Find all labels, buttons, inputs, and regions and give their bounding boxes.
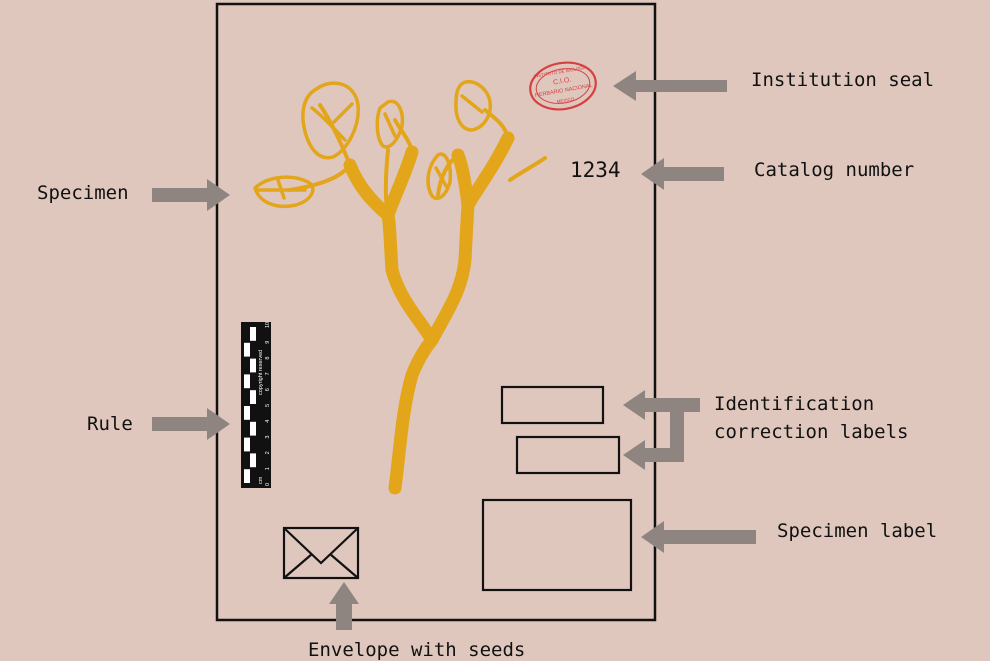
ruler-tick-label: 9 bbox=[265, 341, 271, 344]
envelope-icon bbox=[282, 526, 360, 580]
ruler-tick-label: 2 bbox=[265, 451, 271, 454]
seal-inner-ring bbox=[535, 68, 591, 104]
arrow-rule bbox=[152, 408, 230, 440]
envelope-label: Envelope with seeds bbox=[308, 639, 526, 661]
specimen-label-caption: Specimen label bbox=[777, 520, 938, 542]
seal-text-code: C.I.O. bbox=[553, 77, 572, 87]
ruler-segment bbox=[244, 374, 250, 389]
identification-label-line1: Identification bbox=[714, 393, 875, 415]
ruler-segment bbox=[244, 469, 250, 483]
ruler-tick-label: 10 bbox=[265, 322, 271, 328]
ruler-unit: cm bbox=[258, 476, 264, 484]
ruler-segment bbox=[250, 390, 256, 404]
ruler-tick-label: 5 bbox=[265, 404, 271, 407]
ruler-tick-label: 4 bbox=[265, 420, 271, 423]
ruler-copyright: copyright reserved bbox=[258, 350, 264, 395]
seal-text-herbarium: HERBARIO NACIONAL bbox=[535, 83, 594, 99]
ruler-segment bbox=[250, 421, 256, 436]
seal-text-bottom: MEXICO bbox=[556, 96, 575, 104]
ruler-tick-label: 7 bbox=[265, 372, 271, 375]
identification-label-2 bbox=[515, 435, 621, 475]
seal-text-top: INSTITUTO DE BIOLOGIA bbox=[533, 65, 587, 79]
arrow-institution-seal bbox=[613, 71, 727, 101]
ruler-tick-label: 3 bbox=[265, 436, 271, 439]
ruler-segment bbox=[244, 342, 250, 357]
ruler-segment bbox=[244, 406, 250, 420]
ruler-tick-label: 8 bbox=[265, 357, 271, 360]
institution-seal-label: Institution seal bbox=[751, 69, 935, 91]
seal-outer-ring bbox=[529, 61, 597, 111]
specimen-label-text: Specimen bbox=[37, 182, 129, 204]
specimen-label-box bbox=[481, 498, 633, 592]
arrow-catalog-number bbox=[641, 158, 724, 190]
ruler-tick-label: 6 bbox=[265, 388, 271, 391]
ruler-segment bbox=[250, 327, 256, 341]
catalog-number-label: Catalog number bbox=[754, 159, 915, 181]
scale-ruler: 0 1 2 3 4 5 6 7 8 9 10 copyright reserved cm bbox=[241, 322, 271, 488]
rule-label: Rule bbox=[87, 413, 133, 435]
institution-seal: INSTITUTO DE BIOLOGIA C.I.O. HERBARIO NA… bbox=[529, 61, 597, 111]
ruler-tick-label: 1 bbox=[265, 467, 271, 470]
herbarium-sheet bbox=[215, 2, 657, 622]
plant-specimen bbox=[253, 80, 547, 495]
arrow-specimen bbox=[152, 179, 230, 211]
catalog-number: 1234 bbox=[570, 158, 621, 182]
ruler-segment bbox=[250, 358, 256, 373]
ruler-segment bbox=[244, 437, 250, 452]
arrow-identification-labels bbox=[623, 390, 700, 470]
identification-label-1 bbox=[500, 385, 605, 425]
arrow-specimen-label bbox=[641, 521, 756, 553]
ruler-tick-label: 0 bbox=[265, 483, 271, 486]
ruler-segment bbox=[250, 453, 256, 468]
arrow-envelope bbox=[329, 582, 359, 630]
identification-label-line2: correction labels bbox=[714, 421, 909, 443]
